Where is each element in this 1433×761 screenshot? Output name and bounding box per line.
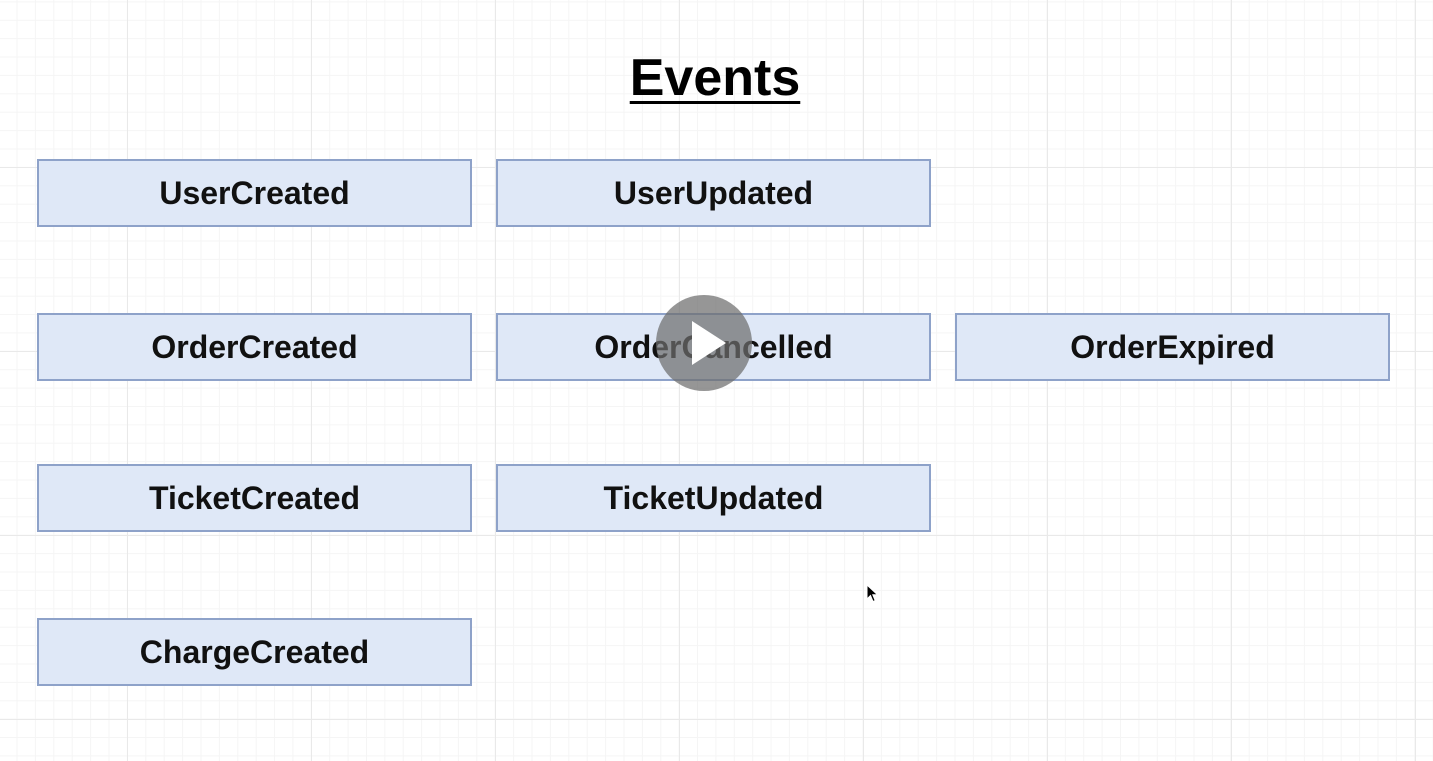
event-user-updated: UserUpdated — [496, 159, 931, 227]
event-order-created: OrderCreated — [37, 313, 472, 381]
video-play-button[interactable] — [656, 295, 752, 391]
mouse-pointer-icon — [866, 584, 879, 603]
play-icon — [692, 321, 726, 365]
event-charge-created: ChargeCreated — [37, 618, 472, 686]
event-order-expired: OrderExpired — [955, 313, 1390, 381]
diagram-title: Events — [629, 49, 801, 107]
event-ticket-updated: TicketUpdated — [496, 464, 931, 532]
event-user-created: UserCreated — [37, 159, 472, 227]
event-ticket-created: TicketCreated — [37, 464, 472, 532]
